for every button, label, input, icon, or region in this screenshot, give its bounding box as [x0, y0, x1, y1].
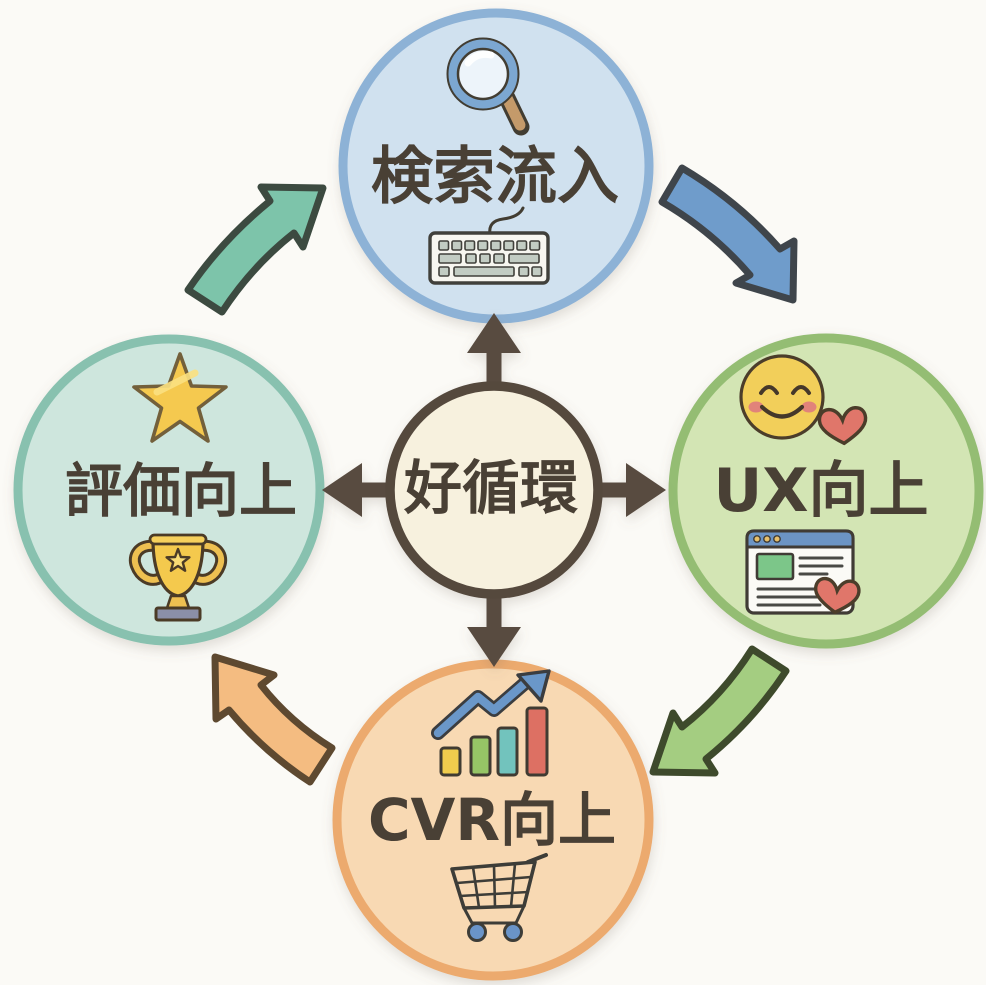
center-hub: 好循環 [322, 313, 666, 667]
keyboard-key [451, 240, 463, 251]
node-search-label: 検索流入 [371, 140, 619, 213]
node-rating-label: 評価向上 [65, 457, 297, 525]
star-shine [153, 369, 199, 396]
keyboard-key [518, 266, 530, 277]
arrow-search-to-ux [658, 164, 798, 304]
cart-grid-line [509, 863, 517, 908]
browser-titlebar [745, 529, 855, 549]
cart-grid-line [456, 875, 532, 885]
keyboard-key [516, 240, 528, 251]
keyboard-key [531, 266, 543, 277]
cart-grid [456, 863, 532, 908]
keyboard-key [503, 240, 515, 251]
keyboard-key [438, 253, 462, 264]
smiley-mouth [759, 404, 805, 419]
trend-arrowhead [516, 669, 551, 703]
cart-chassis [462, 905, 526, 925]
keyboard-cable [488, 206, 525, 236]
center-label: 好循環 [403, 454, 578, 522]
node-ux-label: UX向上 [714, 456, 929, 526]
node-cvr: CVR向上 [332, 659, 654, 981]
cart-grid-line [492, 865, 497, 908]
browser-dot [753, 535, 761, 543]
trophy-left-handle-fill [131, 542, 161, 583]
smiley-right-eye [791, 385, 811, 395]
bar-yellow [439, 746, 462, 777]
keyboard-key [493, 253, 505, 264]
center-arrow-left-head [322, 463, 362, 517]
bar-green [469, 735, 492, 777]
trophy-icon [128, 533, 228, 622]
star-icon [132, 352, 228, 443]
center-arrow-right-head [626, 463, 666, 517]
smiley-left-cheek [748, 401, 764, 413]
magnifier-handle-fill [501, 92, 526, 131]
trend-line [433, 679, 529, 738]
keyboard-key [438, 240, 450, 251]
bar-teal [496, 726, 519, 777]
cart-grid-line [471, 866, 481, 908]
arrow-rating-to-search [184, 183, 327, 316]
keyboard-icon [428, 206, 550, 285]
browser-dot [763, 535, 771, 543]
node-rating: 評価向上 [13, 334, 325, 646]
magnifying-glass-icon [446, 37, 530, 136]
arrow-cvr-to-rating [211, 653, 336, 786]
smiley-right-cheek [801, 401, 817, 413]
smiley-left-eye [759, 385, 779, 395]
browser-dot [773, 535, 781, 543]
center-arrow-down-head [467, 627, 521, 667]
rising-bar-chart-icon [431, 669, 551, 777]
smiley-face-icon [739, 354, 869, 447]
cart-grid-line [459, 890, 529, 898]
magnifier-lens-outline [456, 47, 510, 101]
browser-image-block [755, 552, 795, 581]
keyboard-key [479, 253, 491, 264]
trophy-star-emblem [165, 547, 191, 572]
keyboard-key [508, 253, 540, 264]
star-shape [132, 352, 228, 443]
shopping-cart-icon [450, 853, 548, 942]
center-circle [385, 381, 603, 599]
trophy-base [154, 606, 202, 622]
magnifier-shine [464, 50, 495, 67]
cart-wheel [467, 922, 487, 942]
keyboard-key [438, 266, 450, 277]
trophy-stem [165, 594, 191, 610]
arrow-ux-to-cvr [649, 645, 790, 777]
smiley-face [739, 354, 825, 440]
bar-red [525, 706, 549, 777]
keyboard-key [529, 240, 541, 251]
keyboard-spacebar [453, 266, 515, 277]
node-ux: UX向上 [668, 333, 984, 649]
node-search: 検索流入 [338, 8, 654, 324]
keyboard-key [490, 240, 502, 251]
keyboard-keys [438, 240, 543, 277]
keyboard-key [477, 240, 489, 251]
node-rating-circle [13, 334, 325, 646]
center-arrow-up-head [467, 313, 521, 353]
node-cvr-label: CVR向上 [368, 786, 616, 854]
keyboard-key [464, 240, 476, 251]
browser-window-icon [745, 529, 862, 617]
keyboard-key [465, 253, 477, 264]
trophy-right-handle-fill [195, 542, 225, 583]
trophy-rim [148, 533, 208, 546]
cart-wheel [503, 922, 523, 942]
